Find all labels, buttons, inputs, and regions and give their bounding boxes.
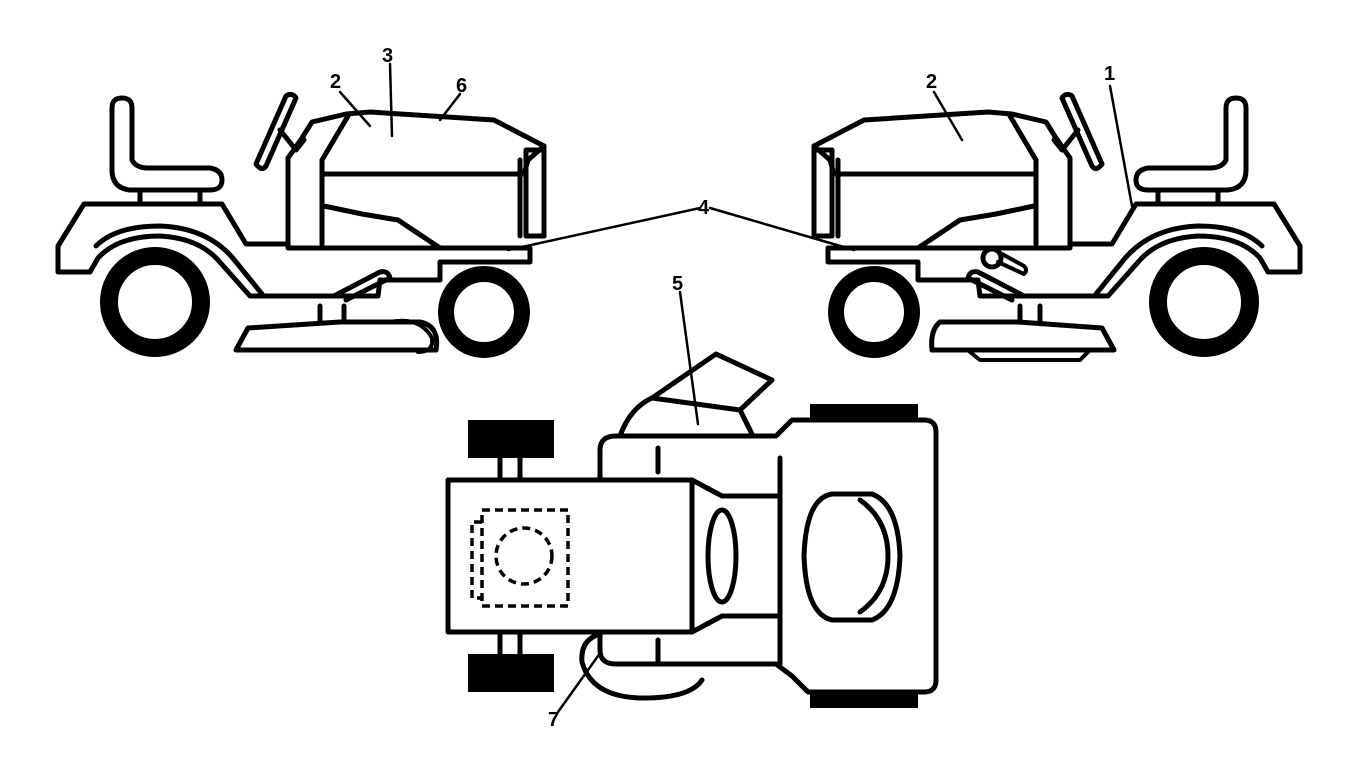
front-wheel-top-lower	[468, 654, 554, 692]
leader-lines	[338, 62, 1134, 714]
callout-3: 3	[382, 45, 393, 67]
seat-left	[109, 95, 225, 193]
tractor-left-side-view	[55, 91, 547, 358]
seat-top	[801, 491, 903, 623]
hood-top	[445, 477, 695, 635]
callout-6: 6	[456, 75, 467, 97]
steering-wheel-left	[253, 91, 299, 172]
discharge-chute	[617, 351, 775, 441]
callout-5: 5	[672, 273, 683, 295]
rear-fender-left	[55, 201, 533, 299]
callout-labels: 1 2 2 3 4 5 6 7	[330, 45, 1115, 731]
battery-outline	[480, 508, 570, 608]
tractor-right-side-view	[811, 91, 1303, 362]
mower-deck-left	[233, 319, 440, 353]
callout-7: 7	[548, 709, 559, 731]
front-wheel-left	[438, 266, 530, 358]
rear-wheel-right	[1149, 247, 1259, 357]
seat-right	[1133, 95, 1249, 193]
hood-right	[811, 109, 1073, 247]
tractor-top-view	[445, 351, 939, 708]
mower-deck-top	[579, 631, 705, 701]
callout-2-right: 2	[926, 71, 937, 93]
callout-4: 4	[698, 197, 710, 219]
mower-deck-right	[929, 319, 1117, 353]
callout-2-left: 2	[330, 71, 341, 93]
hood-left	[285, 109, 547, 247]
callout-1: 1	[1104, 63, 1115, 85]
front-wheel-top-upper	[468, 420, 554, 458]
filter-outline	[494, 526, 554, 586]
steering-wheel-right	[1059, 91, 1105, 172]
front-wheel-right	[828, 266, 920, 358]
